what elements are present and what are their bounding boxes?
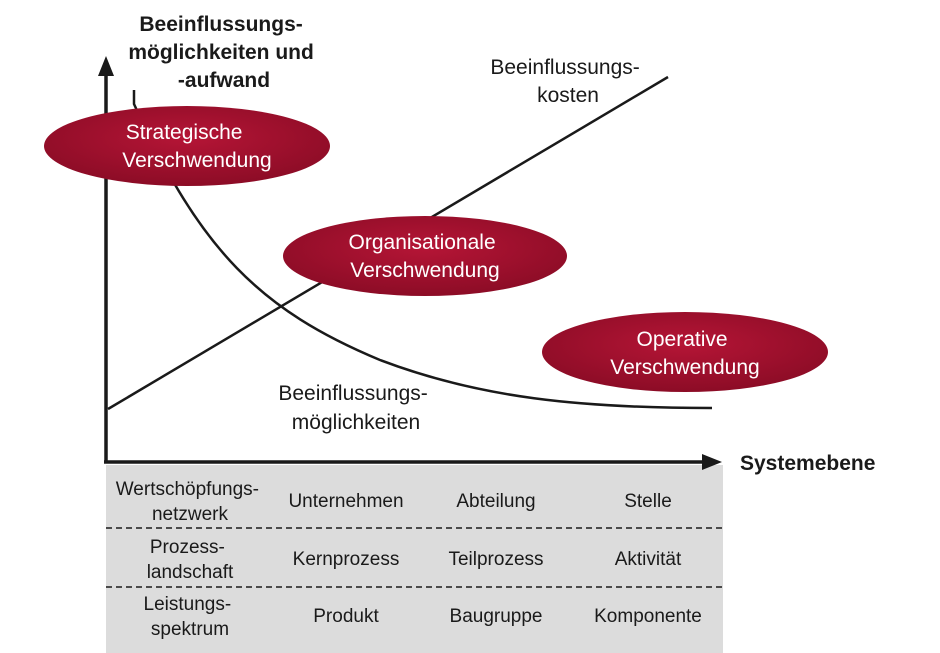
table-cell: Komponente [594, 606, 702, 627]
possibilities-curve-label: Beeinflussungs- möglichkeiten [278, 382, 433, 434]
table-cell: Unternehmen [288, 491, 403, 512]
waste-ellipse [542, 312, 828, 392]
x-axis-label: Systemebene [740, 452, 875, 475]
waste-ellipse [283, 216, 567, 296]
x-axis-arrow-icon [702, 454, 722, 470]
waste-strategic: Strategische Verschwendung [44, 106, 330, 186]
waste-ellipse [44, 106, 330, 186]
table-cell: Abteilung [456, 491, 535, 512]
table-background [106, 465, 723, 653]
waste-label: Operative Verschwendung [610, 328, 759, 379]
possibilities-curve [132, 90, 713, 410]
table-cell: Produkt [313, 606, 379, 627]
waste-operative: Operative Verschwendung [542, 312, 828, 392]
table: Wertschöpfungs- netzwerk Unternehmen Abt… [116, 479, 702, 640]
costs-curve-label: Beeinflussungs- kosten [490, 56, 645, 107]
table-cell: Teilprozess [448, 549, 543, 570]
waste-label: Organisationale Verschwendung [349, 231, 502, 282]
table-row-category: Prozess- landschaft [147, 537, 234, 583]
table-cell: Aktivität [615, 549, 682, 570]
y-axis-arrow-icon [98, 56, 114, 76]
table-row-category: Wertschöpfungs- netzwerk [116, 479, 265, 525]
waste-label: Strategische Verschwendung [122, 121, 271, 172]
waste-organisational: Organisationale Verschwendung [283, 216, 567, 296]
table-row-category: Leistungs- spektrum [144, 594, 237, 640]
y-axis-label: Beeinflussungs- möglichkeiten und -aufwa… [128, 13, 319, 92]
table-cell: Baugruppe [450, 606, 543, 627]
table-cell: Kernprozess [293, 549, 400, 570]
table-cell: Stelle [624, 491, 672, 512]
